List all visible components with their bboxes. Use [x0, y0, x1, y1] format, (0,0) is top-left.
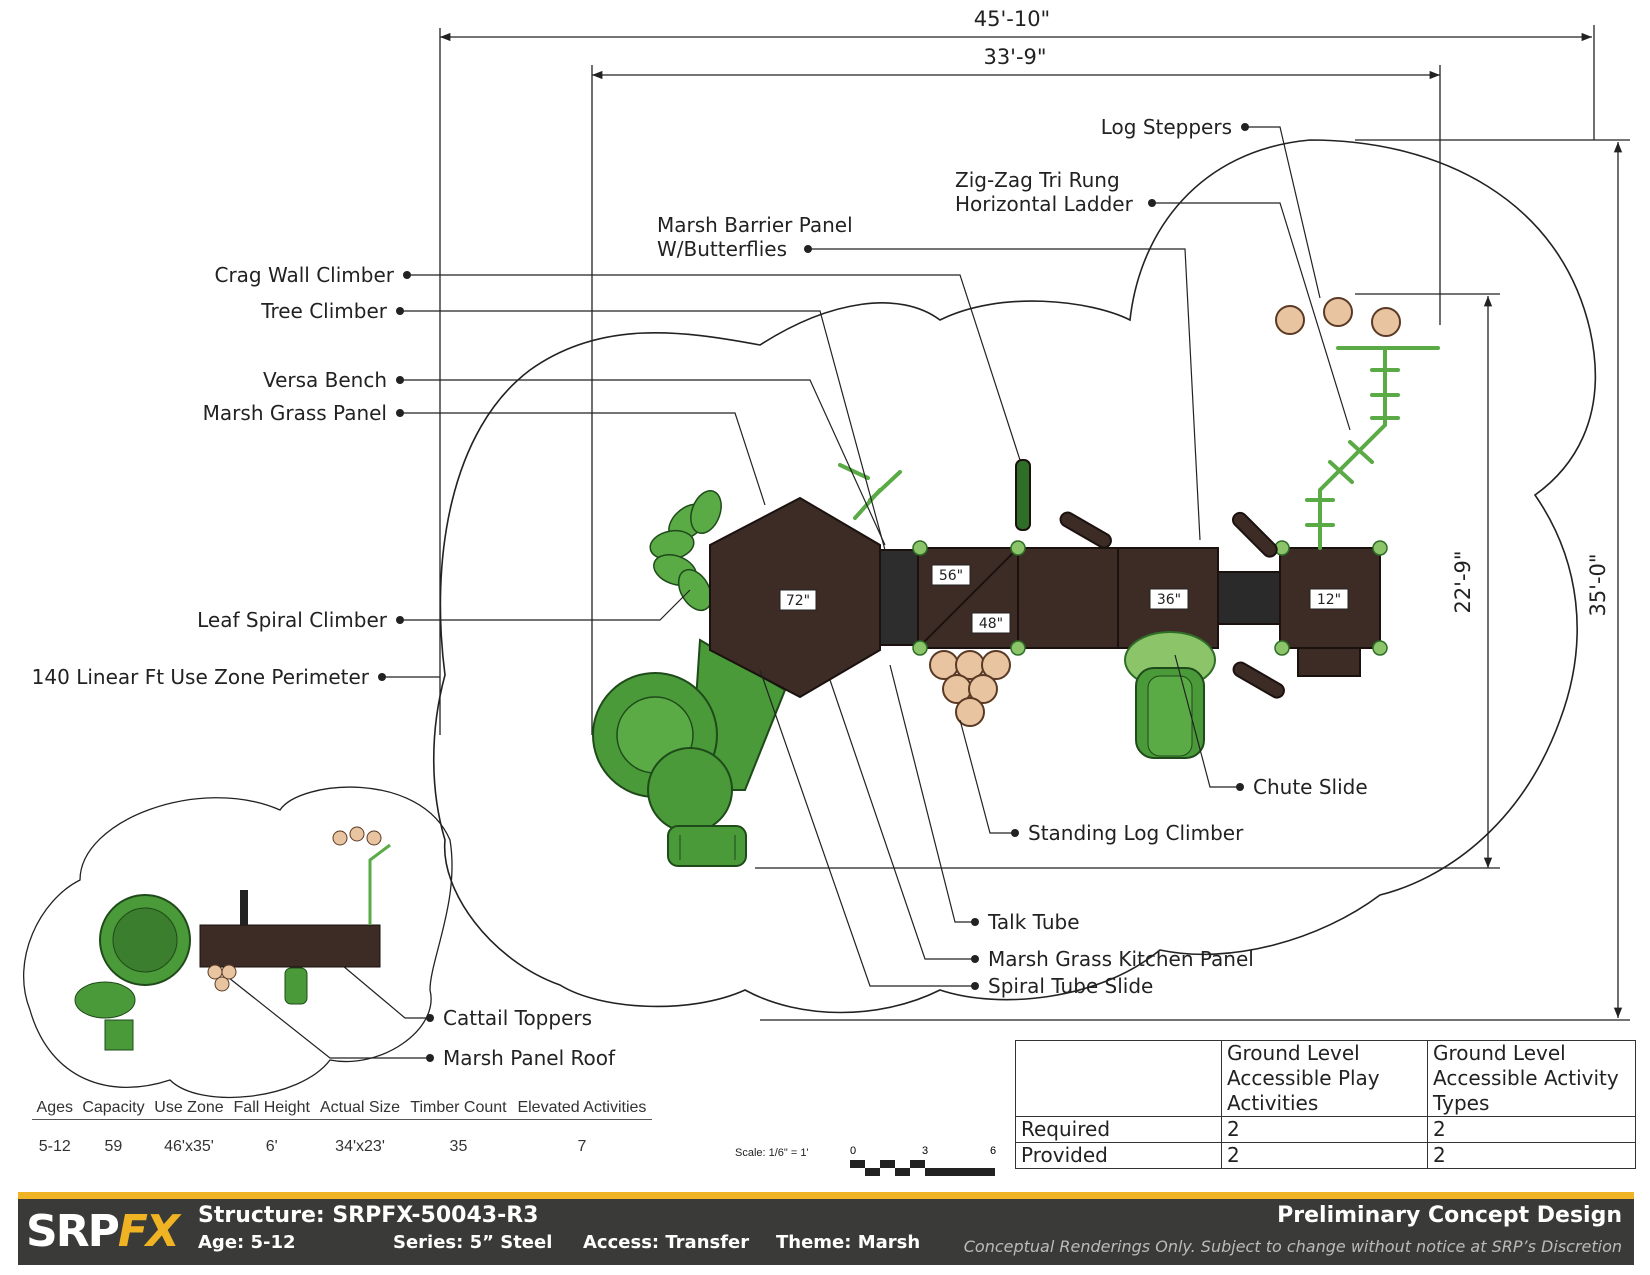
callout-marsh-barrier-line2: W/Butterflies: [657, 237, 787, 261]
footer-access: Access: Transfer: [583, 1232, 750, 1253]
logo-fx: FX: [117, 1206, 180, 1257]
callout-spiral-slide: Spiral Tube Slide: [988, 974, 1153, 998]
access-row-value: 2: [1221, 1142, 1428, 1169]
stat-header: Capacity: [77, 1098, 150, 1120]
srpfx-logo: SRPFX: [26, 1206, 180, 1257]
access-col1-header: Ground Level Accessible Play Activities: [1221, 1040, 1428, 1117]
spiral-tube-slide: [592, 638, 787, 867]
leaf-spiral-climber: [649, 490, 722, 612]
stat-value: 7: [577, 1138, 587, 1155]
callout-crag-wall: Crag Wall Climber: [214, 263, 394, 287]
scale-tick-0: 0: [850, 1145, 856, 1157]
stat-header: Elevated Activities: [511, 1098, 652, 1120]
deck-height-labels: 72" 56" 48" 36" 12": [779, 564, 1349, 634]
access-row-label: Required: [1015, 1116, 1222, 1143]
callout-tree-climber: Tree Climber: [260, 299, 388, 323]
dim-overall-width: 45'-10": [974, 7, 1050, 31]
structure-stats: Ages Capacity Use Zone Fall Height Actua…: [32, 1098, 652, 1157]
deck-label-72: 72": [786, 593, 810, 609]
logo-srp: SRP: [26, 1206, 120, 1257]
stat-value: 35: [449, 1138, 468, 1155]
callout-zigzag-line1: Zig-Zag Tri Rung: [955, 168, 1120, 192]
dim-structure-depth: 22'-9": [1451, 550, 1475, 613]
bridge-barrier: [879, 549, 919, 646]
leader-lines: [199, 126, 1351, 1059]
dim-overall-depth: 35'-0": [1586, 553, 1610, 616]
stat-header: Use Zone: [149, 1098, 229, 1120]
chute-slide: [1124, 631, 1216, 759]
callout-standing-log: Standing Log Climber: [1028, 821, 1244, 845]
deck-connector: [1017, 547, 1119, 649]
scale-tick-6: 6: [990, 1145, 996, 1157]
footer-age: Age: 5-12: [198, 1232, 296, 1253]
access-row-label: Provided: [1015, 1142, 1222, 1169]
access-row-value: 2: [1221, 1116, 1428, 1143]
access-row-value: 2: [1427, 1116, 1636, 1143]
log-steppers: [1275, 297, 1401, 337]
footer-theme: Theme: Marsh: [776, 1232, 921, 1253]
scale-tick-3: 3: [922, 1145, 928, 1157]
deck-label-12: 12": [1317, 592, 1341, 608]
callout-marsh-barrier-line1: Marsh Barrier Panel: [657, 213, 853, 237]
callout-cattail: Cattail Toppers: [443, 1006, 592, 1030]
access-corner-cell: [1015, 1040, 1222, 1117]
transfer-steps: [1217, 571, 1281, 625]
stat-value: 5-12: [38, 1138, 71, 1155]
stat-header: Fall Height: [228, 1098, 315, 1120]
footer-title: Preliminary Concept Design: [1277, 1203, 1622, 1228]
dim-structure-width: 33'-9": [983, 45, 1046, 69]
callout-use-zone: 140 Linear Ft Use Zone Perimeter: [32, 665, 370, 689]
callout-marsh-grass-panel: Marsh Grass Panel: [203, 401, 387, 425]
callout-kitchen-panel: Marsh Grass Kitchen Panel: [988, 947, 1254, 971]
callout-chute-slide: Chute Slide: [1253, 775, 1368, 799]
use-zone-perimeter: [432, 139, 1597, 1014]
deck-label-48: 48": [979, 616, 1003, 632]
stat-value: 46'x35': [164, 1138, 214, 1155]
leader-dots: [378, 123, 1249, 1062]
dimension-lines: [439, 25, 1630, 1021]
callout-marsh-roof: Marsh Panel Roof: [443, 1046, 616, 1070]
deck-label-36: 36": [1157, 592, 1181, 608]
tree-climber: [838, 463, 902, 520]
stat-header: Timber Count: [405, 1098, 512, 1120]
footer-structure: Structure: SRPFX-50043-R3: [198, 1203, 539, 1228]
deck-label-56: 56": [939, 568, 963, 584]
cattail-toppers: [1015, 459, 1285, 699]
stat-header: Actual Size: [314, 1098, 406, 1120]
callout-zigzag-line2: Horizontal Ladder: [955, 192, 1134, 216]
accessibility-table: Ground Level Accessible Play Activities …: [1015, 1040, 1636, 1169]
footer-series: Series: 5” Steel: [393, 1232, 553, 1253]
footer-disclaimer: Conceptual Renderings Only. Subject to c…: [963, 1237, 1622, 1256]
stat-value: 6': [265, 1138, 278, 1155]
inset-overview: [23, 786, 453, 1098]
scale-label: Scale: 1/6" = 1': [735, 1147, 809, 1159]
standing-log-climber: [929, 650, 1011, 727]
callout-leaf-spiral: Leaf Spiral Climber: [197, 608, 388, 632]
callout-talk-tube: Talk Tube: [987, 910, 1080, 934]
zigzag-ladder: [1305, 346, 1440, 550]
access-col2-header: Ground Level Accessible Activity Types: [1427, 1040, 1636, 1117]
stat-value: 34'x23': [335, 1138, 385, 1155]
title-block-footer: SRPFX Structure: SRPFX-50043-R3 Age: 5-1…: [18, 1192, 1634, 1265]
callout-log-steppers: Log Steppers: [1101, 115, 1232, 139]
scale-bar: 0 3 6: [850, 1145, 996, 1176]
stat-header: Ages: [32, 1098, 78, 1120]
access-row-value: 2: [1427, 1142, 1636, 1169]
callout-versa-bench: Versa Bench: [263, 368, 387, 392]
stat-value: 59: [104, 1138, 123, 1155]
posts: [912, 540, 1388, 656]
